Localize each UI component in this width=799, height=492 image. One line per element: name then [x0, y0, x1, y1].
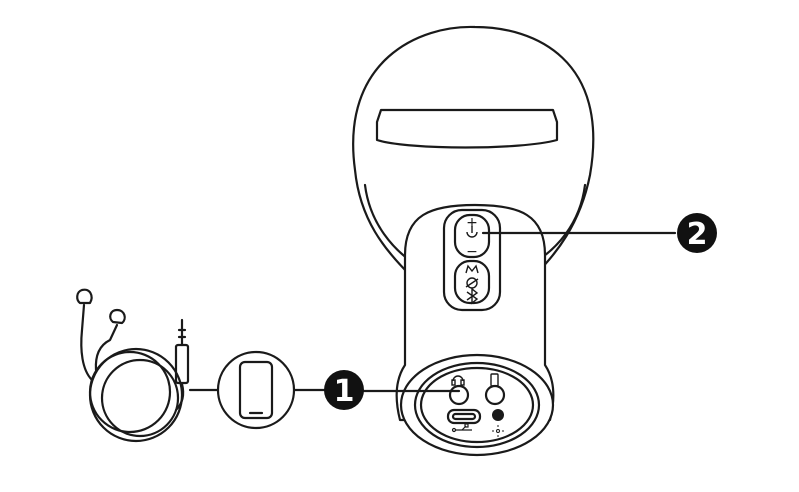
usb-icon: [451, 423, 472, 433]
headphone-jack: [448, 384, 470, 406]
usb-c-port: [446, 408, 482, 425]
phone-bubble: [216, 350, 296, 430]
minus-icon: −: [466, 244, 478, 260]
headphone-icon: [451, 375, 465, 386]
callout-2-number: 2: [687, 217, 708, 252]
bottom-cap: [399, 353, 555, 457]
bluetooth-icon: [466, 287, 479, 305]
callout-1-number: 1: [334, 374, 355, 409]
effect-icon: [465, 277, 479, 289]
led-icon: [492, 425, 504, 437]
power-icon: [466, 226, 478, 238]
phone-icon: [238, 360, 274, 420]
callout-2-badge: [677, 213, 717, 253]
earphones: [76, 288, 190, 443]
mic-hole: [492, 409, 504, 421]
mode-icon: [465, 264, 479, 274]
plus-icon: +: [466, 215, 478, 231]
callout-1: 1: [324, 370, 364, 410]
callout-1-badge: [324, 370, 364, 410]
phone-small-icon: [490, 373, 499, 387]
callout-2: 2: [677, 213, 717, 253]
